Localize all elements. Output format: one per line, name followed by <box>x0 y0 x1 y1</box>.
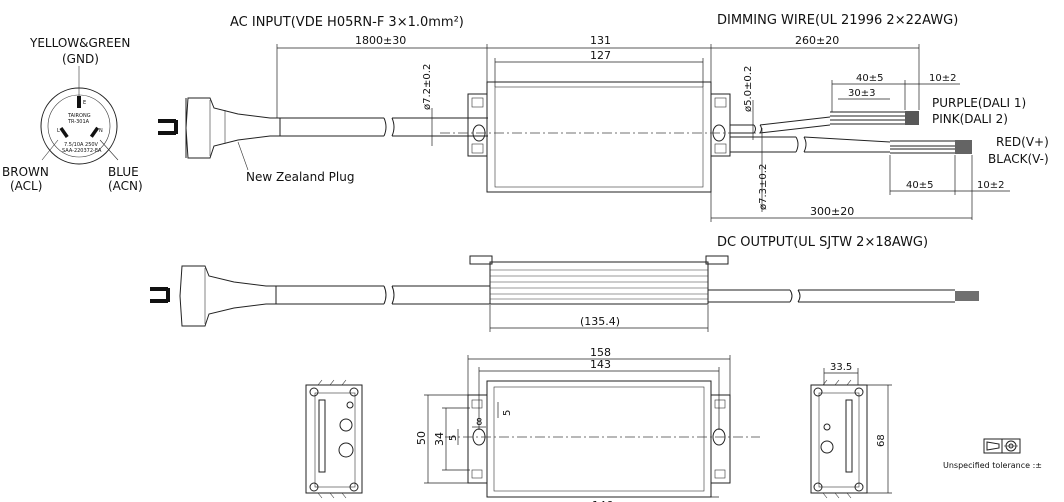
side-view <box>150 255 979 327</box>
end-height-text: 68 <box>876 434 887 447</box>
top-bottom-text: 146 <box>592 499 613 502</box>
ac-cable-top <box>280 117 488 137</box>
dimming-dia-text: ø5.0±0.2 <box>743 66 754 112</box>
body-outer-text: 131 <box>590 34 611 47</box>
purple-label: PURPLE(DALI 1) <box>932 96 1026 110</box>
dc-output-label: DC OUTPUT(UL SJTW 2×18AWG) <box>717 235 928 250</box>
nz-plug-leader <box>237 141 249 171</box>
earth-pin <box>77 96 81 108</box>
brown-label: BROWN <box>2 165 49 179</box>
gnd-label: (GND) <box>62 52 99 66</box>
plug-face-view: YELLOW&GREEN (GND) E L N TAIRONG TR-301A… <box>2 36 143 193</box>
plug-face-l: L <box>57 128 60 134</box>
body-side <box>489 261 709 305</box>
unspecified-tolerance-label: Unspecified tolerance :± <box>943 461 1042 470</box>
dc-dia-text: ø7.3±0.2 <box>758 164 769 210</box>
brown-leader <box>41 139 59 161</box>
ac-dia-text: ø7.2±0.2 <box>422 64 433 110</box>
live-pin <box>59 127 69 139</box>
projection-symbol <box>983 438 1021 454</box>
blue-leader <box>99 139 119 161</box>
dc-length-text: 300±20 <box>810 205 854 218</box>
pink-label: PINK(DALI 2) <box>932 112 1008 126</box>
acn-label: (ACN) <box>108 179 143 193</box>
purple-strip-text: 40±5 <box>856 73 883 84</box>
plug-body <box>185 97 281 159</box>
plug-top-view <box>158 97 281 159</box>
dc-cable <box>730 136 972 154</box>
mount-ear-left <box>467 93 488 157</box>
slot-offset-text: 8 <box>476 417 482 428</box>
body-inner-text: 127 <box>590 49 611 62</box>
plug-pin-top <box>158 119 176 123</box>
height-mount-text: 34 <box>433 432 446 446</box>
plug-face-n: N <box>99 128 103 134</box>
dimming-length-text: 260±20 <box>795 34 839 47</box>
dc-tin-text: 10±2 <box>977 180 1004 191</box>
depth-text: 33.5 <box>830 362 852 373</box>
blue-label: BLUE <box>108 165 139 179</box>
driver-body-top <box>440 81 760 193</box>
side-length-text: (135.4) <box>580 315 620 328</box>
dimming-tin <box>905 111 919 125</box>
ac-input-label: AC INPUT(VDE H05RN-F 3×1.0mm²) <box>230 15 464 30</box>
dimming-cable <box>730 111 919 134</box>
plug-pin-bottom <box>158 131 176 135</box>
plug-face-text-2: TR-301A <box>67 119 90 125</box>
projection-cone <box>986 441 1000 451</box>
top-overall-text: 158 <box>590 346 611 359</box>
slot-height-text: 5 <box>448 435 459 441</box>
dc-tin <box>955 140 972 154</box>
bottom-top-view <box>445 380 760 498</box>
plug-side <box>179 265 277 327</box>
left-end-view <box>305 379 363 499</box>
top-mount-text: 143 <box>590 358 611 371</box>
plug-face-e: E <box>83 100 86 106</box>
plug-face-text-1: TAIRONG <box>67 113 91 119</box>
neutral-pin <box>89 126 100 138</box>
dc-strip-text: 40±5 <box>906 180 933 191</box>
dimming-tin-text: 10±2 <box>929 73 956 84</box>
plug-face-text-3: 7.5/10A 250V <box>64 142 99 148</box>
black-label: BLACK(V-) <box>988 152 1049 166</box>
pink-strip-text: 30±3 <box>848 88 875 99</box>
slot-width-text: 5 <box>502 410 513 416</box>
acl-label: (ACL) <box>10 179 42 193</box>
plug-pin-base <box>174 120 178 134</box>
plug-face-text-4: SAA-220372-EA <box>62 148 102 154</box>
yellow-green-label: YELLOW&GREEN <box>29 36 130 50</box>
right-end-view <box>810 379 868 499</box>
nz-plug-label: New Zealand Plug <box>246 170 354 184</box>
ac-length-text: 1800±30 <box>355 34 406 47</box>
height-overall-text: 50 <box>415 431 428 445</box>
red-label: RED(V+) <box>996 135 1049 149</box>
dimming-wire-label: DIMMING WIRE(UL 21996 2×22AWG) <box>717 13 958 28</box>
